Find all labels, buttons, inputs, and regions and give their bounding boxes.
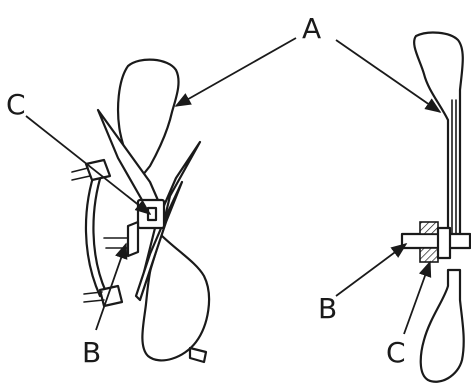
leader-c-right <box>403 260 432 335</box>
lower-blade <box>141 232 211 362</box>
upper-bracket-rod <box>71 167 91 181</box>
fan-perspective-view <box>71 58 211 364</box>
label-a: A <box>302 12 321 45</box>
leader-c-left <box>25 115 152 216</box>
leader-lines <box>25 37 442 335</box>
leader-a-right <box>335 39 442 113</box>
leader-b-left <box>95 242 128 331</box>
label-b-left: B <box>82 336 101 369</box>
side-hub-plate <box>400 232 471 250</box>
lower-bracket-rod <box>83 291 105 303</box>
upper-bracket <box>84 158 112 182</box>
side-spacer-top <box>419 221 439 235</box>
side-lower-blade <box>419 268 465 383</box>
hub-stem <box>126 220 140 258</box>
label-b-right: B <box>318 292 337 325</box>
support-arc <box>84 166 108 298</box>
upper-blade <box>116 58 180 178</box>
fan-side-view <box>400 31 471 383</box>
side-hub-collar <box>436 226 452 260</box>
label-c-left: C <box>6 88 26 121</box>
lower-blade-tab <box>188 346 208 364</box>
leader-a-left <box>174 37 297 107</box>
leader-b-right <box>335 243 408 297</box>
label-c-right: C <box>386 336 406 369</box>
side-spacer-bottom <box>419 247 439 263</box>
side-shaft-line <box>451 99 457 237</box>
